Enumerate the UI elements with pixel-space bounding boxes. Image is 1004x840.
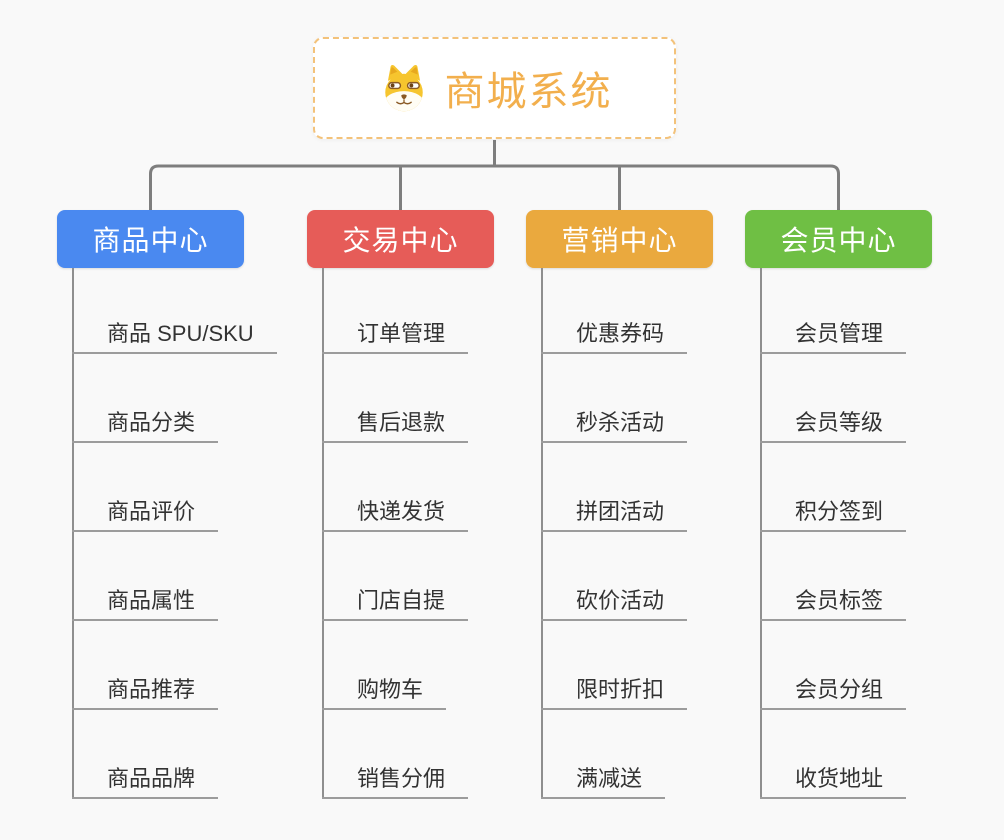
child-node[interactable]: 积分签到 [760,496,907,532]
branch-connector-line [72,268,74,799]
child-node[interactable]: 满减送 [541,763,666,799]
branch-connector-line [541,268,543,799]
child-node[interactable]: 快递发货 [322,496,469,532]
child-node[interactable]: 限时折扣 [541,674,688,710]
branch-node-product-center[interactable]: 商品中心 [57,210,244,268]
child-node[interactable]: 会员管理 [760,318,907,354]
child-node[interactable]: 收货地址 [760,763,907,799]
branch-node-trade-center[interactable]: 交易中心 [307,210,494,268]
child-node[interactable]: 门店自提 [322,585,469,621]
child-node[interactable]: 优惠券码 [541,318,688,354]
branch-node-marketing-center[interactable]: 营销中心 [526,210,713,268]
child-node[interactable]: 秒杀活动 [541,407,688,443]
dog-face-icon [377,63,431,113]
branch-connector-line [322,268,324,799]
child-node[interactable]: 订单管理 [322,318,469,354]
child-node[interactable]: 会员分组 [760,674,907,710]
child-node[interactable]: 商品评价 [72,496,219,532]
child-node[interactable]: 拼团活动 [541,496,688,532]
child-node[interactable]: 销售分佣 [322,763,469,799]
child-node[interactable]: 商品属性 [72,585,219,621]
branch-connector-line [760,268,762,799]
branch-node-member-center[interactable]: 会员中心 [745,210,932,268]
root-node[interactable]: 商城系统 [313,37,676,139]
child-node[interactable]: 购物车 [322,674,447,710]
root-title: 商城系统 [444,70,613,114]
child-node[interactable]: 商品推荐 [72,674,219,710]
child-node[interactable]: 会员等级 [760,407,907,443]
child-node[interactable]: 商品品牌 [72,763,219,799]
child-node[interactable]: 会员标签 [760,585,907,621]
child-node[interactable]: 商品分类 [72,407,219,443]
child-node[interactable]: 商品 SPU/SKU [72,318,277,354]
child-node[interactable]: 售后退款 [322,407,469,443]
child-node[interactable]: 砍价活动 [541,585,688,621]
